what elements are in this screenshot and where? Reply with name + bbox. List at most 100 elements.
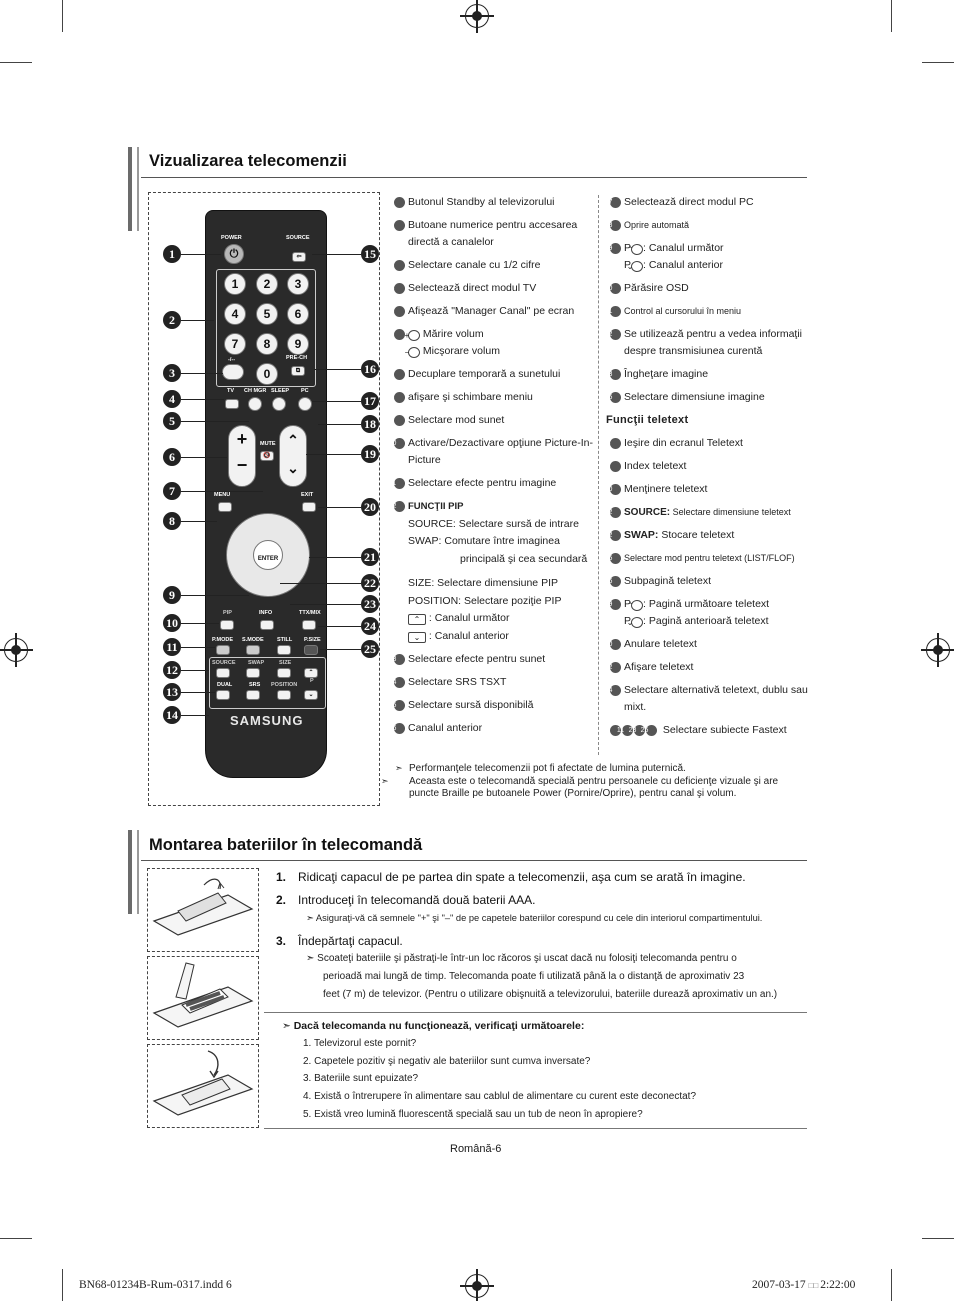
registration-mark-icon	[460, 0, 494, 33]
number-badge: 22	[605, 662, 621, 673]
note-2: ➣Aceasta este o telecomandă specială pen…	[381, 775, 805, 800]
number-badge: 24	[605, 685, 621, 696]
troubleshooting-item: 3. Bateriile sunt epuizate?	[303, 1073, 419, 1084]
tv-button	[225, 399, 239, 409]
number-badge: 7	[391, 369, 405, 380]
callout-10: 10	[163, 614, 181, 632]
callout-21: 21	[361, 548, 379, 566]
item-text: SWAP: Comutare între imaginea	[408, 535, 560, 547]
registration-mark-icon	[460, 1269, 494, 1301]
dash-button	[222, 364, 244, 380]
number-badge: 8	[607, 461, 621, 472]
item-text: Control al cursorului în meniu	[624, 306, 742, 316]
digit-7-button: 7	[224, 333, 246, 355]
number-badge: 13	[389, 654, 405, 665]
teletext-heading: Funcţii teletext	[606, 414, 689, 426]
pmode-button	[216, 645, 230, 655]
number-badge: 1	[391, 197, 405, 208]
sleep-label: SLEEP	[271, 388, 290, 394]
number-badge: 25	[605, 392, 621, 403]
step-2: 2.Introduceţi în telecomandă două bateri…	[276, 893, 536, 907]
number-badge: 23	[629, 725, 645, 736]
item-text: Subpagină teletext	[624, 575, 711, 587]
number-badge: 20	[605, 283, 621, 294]
callout-leader	[181, 692, 215, 693]
prech-label: PRE-CH	[286, 355, 308, 361]
number-badge: 9	[607, 725, 621, 736]
callout-4: 4	[163, 390, 181, 408]
remote-back-cover-icon	[152, 878, 254, 936]
size-button	[277, 668, 291, 678]
pc-button	[298, 397, 312, 411]
callout-1: 1	[163, 245, 181, 263]
page-down-icon: ⌄	[627, 617, 644, 628]
item-text: Canalul anterior	[408, 722, 483, 734]
note-text: feet (7 m) de televizor. (Pentru o utili…	[323, 989, 778, 1000]
tv-label: TV	[227, 388, 235, 394]
item-text: : Canalul următor	[643, 242, 724, 254]
divider	[264, 1012, 807, 1013]
troubleshooting-title: ➣ Dacă telecomanda nu funcţionează, veri…	[282, 1020, 584, 1032]
info-button	[260, 620, 274, 630]
callout-25: 25	[361, 640, 379, 658]
crop-mark	[922, 62, 954, 63]
troubleshooting-item: 5. Există vreo lumină fluorescentă speci…	[303, 1109, 643, 1120]
callout-leader	[181, 623, 219, 624]
number-badge: 23	[605, 369, 621, 380]
item-text: Selectare subiecte Fastext	[662, 724, 787, 736]
menu-button	[218, 502, 232, 512]
menu-label: MENU	[214, 492, 231, 498]
size-label: SIZE	[279, 660, 292, 666]
number-badge: 3	[391, 260, 405, 271]
item-text: : Pagină următoare teletext	[643, 598, 770, 610]
ttxmix-label: TTX/MIX	[299, 610, 321, 616]
callout-12: 12	[163, 661, 181, 679]
section-bar	[128, 830, 132, 914]
sleep-button	[272, 397, 286, 411]
number-badge: 8	[391, 392, 405, 403]
page-number: Română-6	[450, 1143, 502, 1155]
dash-label: -/--	[228, 357, 236, 363]
callout-8: 8	[163, 512, 181, 530]
number-badge: 16	[605, 576, 621, 587]
section-title: Montarea bateriilor în telecomandă	[149, 836, 423, 854]
number-badge: 19	[605, 599, 621, 610]
callout-leader	[181, 491, 263, 492]
number-badge: 12	[605, 507, 621, 518]
item-text: Activare/Dezactivare opţiune Picture-In-…	[408, 437, 593, 466]
callout-leader	[314, 369, 361, 370]
troubleshooting-title-text: Dacă telecomanda nu funcţionează, verifi…	[293, 1020, 585, 1032]
callout-leader	[290, 604, 361, 605]
crop-mark	[62, 0, 63, 32]
callout-leader	[320, 649, 361, 650]
registration-mark-icon	[0, 633, 33, 667]
enter-button: ENTER	[253, 540, 283, 570]
remote-control: POWER ⏻ SOURCE ⇦ 1 2 3 4 5 6 7 8 9 -/-- …	[205, 210, 327, 778]
dual-label: DUAL	[217, 682, 233, 688]
number-badge: 16	[389, 723, 405, 734]
callout-leader	[312, 254, 361, 255]
battery-insert-icon	[152, 962, 254, 1028]
number-badge: 11	[617, 725, 633, 736]
section-rule	[141, 860, 807, 862]
samsung-logo: SAMSUNG	[230, 713, 304, 728]
step-number: 3.	[276, 934, 287, 948]
volume-up-icon: +	[405, 330, 420, 341]
section-title: Vizualizarea telecomenzii	[149, 152, 347, 170]
srs-label: SRS	[249, 682, 261, 688]
digit-3-button: 3	[287, 273, 309, 295]
crop-mark	[891, 0, 892, 32]
callout-leader	[181, 320, 214, 321]
crop-mark	[62, 1269, 63, 1301]
digit-4-button: 4	[224, 303, 246, 325]
p-label: P	[310, 678, 314, 684]
